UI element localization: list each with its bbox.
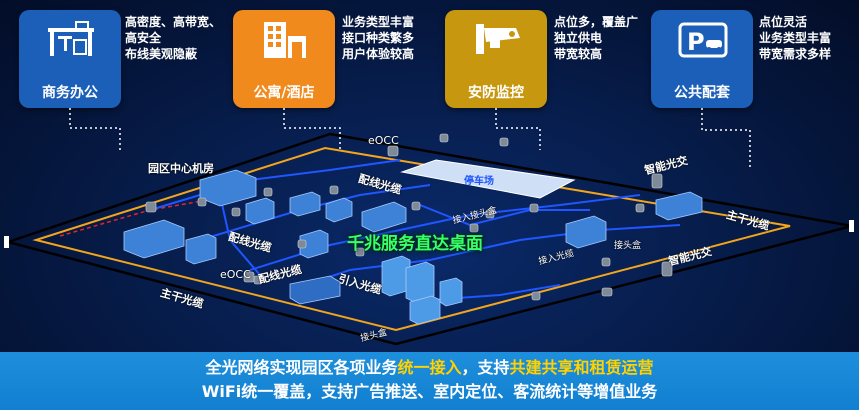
slogan-gigabit: 千兆服务直达桌面: [347, 234, 483, 254]
card-icon-area: [233, 10, 335, 78]
card-connectors: [69, 108, 751, 170]
office-desk-icon: [48, 21, 94, 56]
card-icon-area: [19, 10, 121, 78]
card-description: 点位灵活 业务类型丰富 带宽需求多样: [759, 15, 832, 61]
footer-banner: 全光网络实现园区各项业务统一接入，支持共建共享和租赁运营 WiFi统一覆盖，支持…: [0, 352, 859, 410]
footer-line-1: 全光网络实现园区各项业务统一接入，支持共建共享和租赁运营: [205, 358, 654, 377]
card-icon-area: [445, 10, 547, 78]
card-title: 安防监控: [468, 85, 524, 101]
network-diagram: [3, 108, 854, 346]
card-security-monitoring: 安防监控: [445, 10, 547, 108]
label-eocc-left: eOCC: [220, 268, 251, 281]
card-icon-area: P: [651, 10, 753, 78]
parking-lot: [400, 159, 576, 199]
highlight-shared-operation: 共建共享和租赁运营: [509, 358, 654, 377]
camera-icon: [476, 24, 520, 54]
label-eocc-top: eOCC: [368, 134, 399, 147]
trunk-end-right: [849, 220, 854, 232]
building-icon: [264, 22, 306, 58]
card-description: 业务类型丰富 接口种类繁多 用户体验较高: [342, 15, 415, 61]
trunk-end-left: [4, 236, 9, 248]
card-title: 公寓/酒店: [253, 85, 315, 101]
label-splice-3: 接头盒: [614, 241, 642, 251]
card-title: 公共配套: [674, 85, 730, 101]
card-apartment-hotel: 公寓/酒店: [233, 10, 335, 108]
card-public-facilities: P 公共配套: [651, 10, 753, 108]
card-business-office: 商务办公: [19, 10, 121, 108]
card-description: 高密度、高带宽、 高安全 布线美观隐蔽: [125, 15, 222, 61]
label-parking: 停车场: [464, 176, 494, 187]
splice-nodes: [145, 133, 673, 301]
svg-text:P: P: [687, 28, 705, 56]
card-description: 点位多，覆盖广 独立供电 带宽较高: [554, 15, 639, 61]
footer-line-2: WiFi统一覆盖，支持广告推送、室内定位、客流统计等增值业务: [201, 382, 658, 401]
highlight-unified-access: 统一接入: [397, 358, 462, 377]
parking-icon: P: [678, 22, 728, 58]
buildings: [123, 169, 703, 325]
card-title: 商务办公: [42, 85, 98, 101]
label-datacenter: 园区中心机房: [148, 162, 214, 175]
